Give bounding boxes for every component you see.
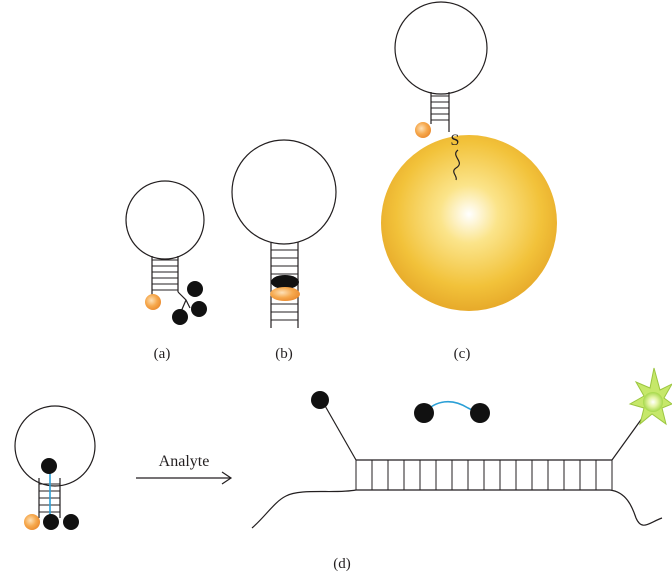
panel-a-quencher-2 (191, 301, 207, 317)
panel-d-fluorophore (24, 514, 40, 530)
panel-a-hairpin-probe: (a) (125, 180, 207, 362)
left-arm (323, 403, 357, 461)
panel-a-loop (125, 180, 205, 260)
released-quencher-pair (414, 400, 490, 423)
thiol-linker (453, 149, 460, 181)
panel-d-loop (14, 405, 96, 487)
panel-d-closed-probe (14, 405, 96, 530)
panel-b-loop (231, 139, 337, 245)
panel-c-loop (394, 1, 488, 95)
panel-b-label: (b) (275, 346, 293, 362)
panel-b-hairpin-probe: (b) (231, 139, 337, 362)
panel-a-fluorophore (145, 294, 161, 310)
analyte-arrow-label: Analyte (159, 453, 210, 470)
panel-c-stem-rungs (431, 95, 449, 121)
panel-d-quencher-1 (43, 514, 59, 530)
panel-b-quencher (271, 275, 299, 289)
panel-b-stem-rungs (271, 249, 298, 321)
panel-c-label: (c) (454, 346, 471, 362)
panel-c-fluorophore (415, 122, 431, 138)
panel-c-gold-nanoparticle-probe: S (c) (381, 1, 557, 362)
panel-d-open-probe-hybridized (251, 367, 672, 529)
duplex-rungs (355, 460, 613, 490)
panel-a-quencher-1 (187, 281, 203, 297)
released-quencher-1 (414, 403, 434, 423)
thiol-linker-label: S (451, 132, 460, 149)
panel-d-quencher-2 (63, 514, 79, 530)
panel-d-left-quencher (311, 391, 329, 409)
panel-a-stem-rungs (152, 259, 178, 291)
gold-nanoparticle (381, 135, 557, 311)
emission-burst (628, 367, 672, 426)
arrow-head (221, 471, 233, 485)
panel-b-fluorophore (270, 287, 300, 301)
panel-a-label: (a) (154, 346, 171, 362)
analyte-reaction-arrow: Analyte (136, 453, 233, 485)
panel-d-quencher-top (41, 458, 57, 474)
released-quencher-2 (470, 403, 490, 423)
target-strand (251, 489, 663, 529)
panel-a-quencher-3 (172, 309, 188, 325)
panel-d-label: (d) (333, 556, 351, 572)
